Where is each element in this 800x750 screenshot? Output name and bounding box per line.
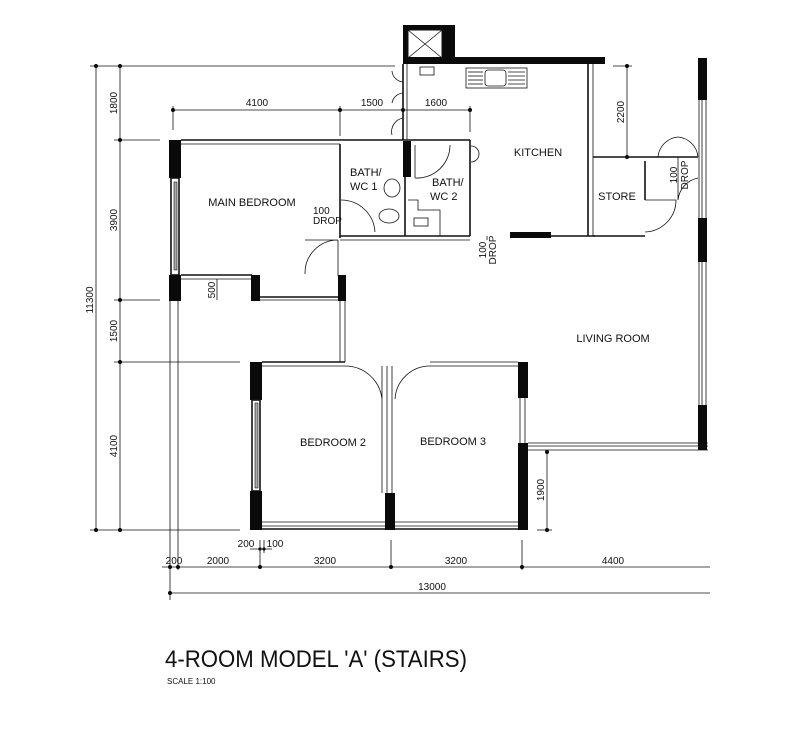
dim-bottom-2: 2000 [207, 556, 230, 567]
dim-small-1: 200 [238, 539, 255, 550]
bath1-label-1: BATH/ [350, 167, 383, 179]
shaft [403, 25, 605, 64]
kitchen: 100 DROP KITCHEN [419, 64, 595, 264]
bedroom-2-label: BEDROOM 2 [300, 437, 366, 449]
drop-note-value: 100 [313, 206, 330, 217]
dim-total-height: 11300 [85, 286, 96, 314]
dim-top-2: 1500 [361, 98, 384, 109]
right-wall [698, 58, 707, 450]
store-label: STORE [598, 191, 636, 203]
store: STORE 100 DROP [593, 136, 699, 237]
dim-balcony: 1900 [536, 478, 547, 501]
main-bedroom: 500 MAIN BEDROOM [169, 139, 405, 301]
dim-ledge: 500 [207, 281, 218, 298]
dim-left-2: 3900 [109, 208, 120, 231]
dim-bottom-4: 3200 [445, 556, 468, 567]
bath-wc-1: 100 DROP BATH/ WC 1 [313, 144, 470, 241]
dim-small-2: 100 [267, 539, 284, 550]
bath-wc-2: BATH/ WC 2 [403, 139, 480, 236]
kitchen-drop-value: 100 [478, 241, 489, 258]
bath2-label-1: BATH/ [432, 177, 465, 189]
dim-bottom-3: 3200 [314, 556, 337, 567]
living-room-label: LIVING ROOM [576, 333, 649, 345]
bath2-label-2: WC 2 [430, 191, 458, 203]
dim-left-4: 4100 [109, 434, 120, 457]
dim-kitchen-right: 2200 [616, 100, 627, 123]
kitchen-label: KITCHEN [514, 147, 562, 159]
kitchen-drop-label: DROP [488, 235, 499, 264]
dim-bottom-1: 200 [166, 556, 183, 567]
kitchen-dimension: 2200 [613, 64, 632, 159]
plan-scale: SCALE 1:100 [167, 677, 216, 686]
dim-total-width: 13000 [418, 582, 446, 593]
plan-title: 4-ROOM MODEL 'A' (STAIRS) [165, 646, 467, 673]
dim-top-1: 4100 [246, 98, 269, 109]
main-bedroom-label: MAIN BEDROOM [208, 197, 295, 209]
store-drop-label: DROP [680, 160, 691, 189]
dim-left-3: 1500 [109, 319, 120, 342]
drop-note-label: DROP [313, 216, 342, 227]
dim-left-1: 1800 [109, 91, 120, 114]
balcony: 1900 [528, 442, 708, 532]
store-drop-value: 100 [669, 166, 680, 183]
bedroom-3-label: BEDROOM 3 [420, 436, 486, 448]
dim-top-3: 1600 [425, 98, 448, 109]
left-dimensions: 11300 1800 3900 1500 4100 [85, 64, 395, 532]
bedrooms-2-3: BEDROOM 2 BEDROOM 3 [250, 361, 528, 530]
dim-bottom-5: 4400 [602, 556, 625, 567]
top-dimensions: 4100 1500 1600 [171, 98, 472, 136]
bottom-dimensions: 200 2000 3200 3200 4400 200 100 13000 [162, 300, 710, 600]
bath1-label-2: WC 1 [350, 181, 378, 193]
service-doors [391, 64, 408, 140]
